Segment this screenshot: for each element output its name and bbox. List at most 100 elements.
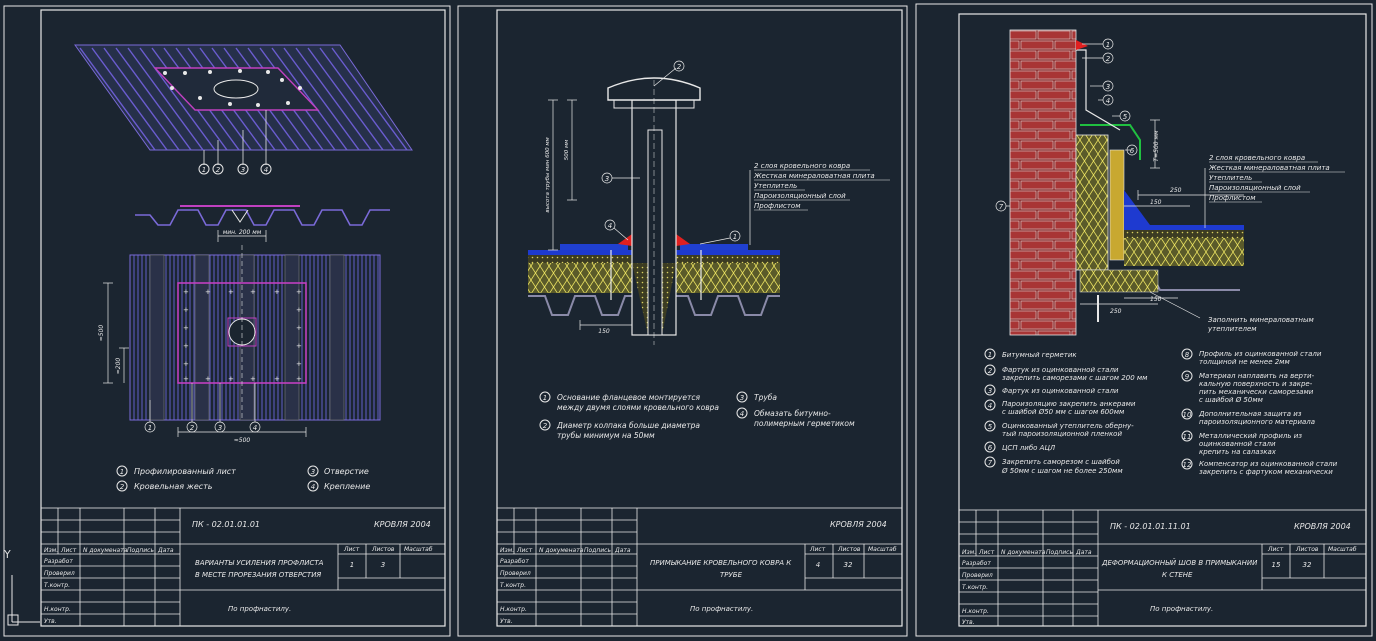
sheet1-project: КРОВЛЯ 2004: [374, 520, 431, 529]
svg-text:+: +: [183, 360, 189, 368]
svg-text:закрепить с фартуком механичес: закрепить с фартуком механически: [1199, 468, 1333, 476]
svg-text:Компенсатор из оцинкованной ст: Компенсатор из оцинкованной стали: [1199, 460, 1338, 468]
svg-text:тый пароизоляционной пленкой: тый пароизоляционной пленкой: [1002, 430, 1122, 438]
svg-text:с шайбой Ø 50мм: с шайбой Ø 50мм: [1199, 396, 1264, 404]
svg-text:+: +: [183, 288, 189, 296]
svg-text:Масштаб: Масштаб: [1328, 546, 1357, 553]
svg-text:Профиль из оцинкованной стали: Профиль из оцинкованной стали: [1199, 350, 1322, 358]
dim-side: ≈500: [98, 325, 105, 342]
svg-text:Дата: Дата: [614, 547, 631, 554]
svg-text:Подпись: Подпись: [127, 547, 154, 554]
svg-text:Пароизоляционный слой: Пароизоляционный слой: [1209, 184, 1301, 192]
pipe-callout-3: 3: [605, 175, 609, 183]
sheet2-legend: 1 Основание фланцевое монтируется между …: [539, 391, 855, 440]
sheet1-code: ПК - 02.01.01.01: [192, 520, 260, 529]
svg-text:+: +: [296, 360, 302, 368]
vert-dim-label-1: высота трубы мин 600 мм: [545, 137, 551, 212]
fill-note-2: утеплителем: [1207, 325, 1257, 333]
svg-text:N докумената: N докумената: [539, 547, 584, 554]
y-axis-label: Y: [4, 548, 11, 561]
svg-text:Дата: Дата: [157, 547, 174, 554]
svg-text:Проверил: Проверил: [44, 570, 75, 577]
svg-text:5: 5: [988, 423, 993, 431]
callout-3: 3: [241, 166, 245, 174]
svg-text:3: 3: [311, 468, 315, 476]
sheet2-title-block: [496, 507, 903, 627]
sheet1-footer: По профнастилу.: [228, 605, 291, 613]
svg-text:с шайбой Ø50 мм с шагом 600мм: с шайбой Ø50 мм с шагом 600мм: [1002, 408, 1125, 416]
svg-text:Утв.: Утв.: [962, 619, 975, 626]
svg-text:3: 3: [740, 394, 744, 402]
svg-text:+: +: [296, 342, 302, 350]
svg-text:4: 4: [1106, 97, 1110, 105]
sheet3-title-2: К СТЕНЕ: [1162, 571, 1193, 579]
svg-text:Лист: Лист: [1267, 546, 1284, 553]
svg-text:Разработ: Разработ: [962, 560, 991, 567]
svg-text:Лист: Лист: [809, 546, 826, 553]
svg-text:7: 7: [999, 203, 1004, 211]
svg-text:Подпись: Подпись: [1046, 549, 1073, 556]
sheet-2: 2 3 4 1 высота трубы мин 600 мм 500 мм 1…: [457, 5, 908, 637]
svg-text:2: 2: [988, 367, 993, 375]
pipe-legend-4: Обмазать битумно-: [754, 409, 831, 418]
svg-text:Листов: Листов: [837, 546, 861, 553]
svg-text:Разработ: Разработ: [44, 558, 73, 565]
svg-text:+: +: [250, 375, 256, 383]
svg-text:N докумената: N докумената: [1001, 549, 1046, 556]
svg-text:Лист: Лист: [60, 547, 77, 554]
sheet2-sheets-count: 32: [844, 561, 853, 569]
svg-text:+: +: [250, 288, 256, 296]
svg-text:+: +: [274, 288, 280, 296]
svg-text:2 слоя кровельного ковра: 2 слоя кровельного ковра: [754, 162, 850, 170]
dim-250-bot: 250: [1110, 308, 1122, 315]
sheet-1: 1 2 3 4 мин. 200 мм ++++: [3, 5, 451, 637]
svg-text:+: +: [205, 375, 211, 383]
svg-text:Профлистом: Профлистом: [754, 202, 801, 210]
svg-text:кальную поверхность и закре-: кальную поверхность и закре-: [1199, 380, 1313, 388]
pipe-legend-1: Основание фланцевое монтируется: [557, 393, 700, 402]
svg-text:ЦСП либо АЦЛ: ЦСП либо АЦЛ: [1002, 444, 1056, 452]
svg-text:Проверил: Проверил: [500, 570, 531, 577]
svg-text:1: 1: [1106, 41, 1110, 49]
svg-text:Закрепить саморезом с шайбой: Закрепить саморезом с шайбой: [1002, 458, 1120, 466]
wall-joint-detail: [1009, 29, 1244, 336]
sheet1-title-2: В МЕСТЕ ПРОРЕЗАНИЯ ОТВЕРСТИЯ: [195, 571, 321, 579]
svg-text:Лист: Лист: [978, 549, 995, 556]
svg-text:Пароизоляцию закрепить анкерам: Пароизоляцию закрепить анкерами: [1002, 400, 1136, 408]
svg-text:+: +: [228, 288, 234, 296]
svg-text:между двумя слоями кровельного: между двумя слоями кровельного ковра: [557, 403, 719, 412]
svg-text:Н.контр.: Н.контр.: [962, 608, 989, 615]
svg-text:+: +: [183, 342, 189, 350]
svg-text:Листов: Листов: [1295, 546, 1319, 553]
svg-text:Утеплитель: Утеплитель: [1209, 174, 1252, 182]
dim-min-200: мин. 200 мм: [223, 229, 262, 236]
sheet3-legend-right: 8 Профиль из оцинкованной сталитолщиной …: [1181, 348, 1338, 476]
svg-text:Ø 50мм с шагом не более 250мм: Ø 50мм с шагом не более 250мм: [1001, 467, 1123, 475]
svg-text:Металлический профиль из: Металлический профиль из: [1199, 432, 1302, 440]
sheet2-footer: По профнастилу.: [690, 605, 753, 613]
plan-callout-3: 3: [218, 424, 222, 432]
svg-text:N докумената: N докумената: [83, 547, 128, 554]
svg-text:1: 1: [120, 468, 124, 476]
svg-text:Фартук из оцинкованной стали: Фартук из оцинкованной стали: [1002, 387, 1119, 395]
legend-item-2: Кровельная жесть: [134, 482, 213, 491]
sheet3-sheets-count: 32: [1303, 561, 1312, 569]
dim-250-top: 250: [1170, 187, 1182, 194]
svg-text:Фартук из оцинкованной стали: Фартук из оцинкованной стали: [1002, 366, 1119, 374]
legend-item-3: Отверстие: [324, 467, 369, 476]
sheet1-sheets-count: 3: [381, 561, 385, 569]
svg-text:10: 10: [1183, 411, 1192, 419]
svg-text:+: +: [296, 324, 302, 332]
svg-text:Оцинкованный утеплитель оберну: Оцинкованный утеплитель оберну-: [1002, 422, 1134, 430]
legend-item-1: Профилированный лист: [134, 467, 236, 476]
pipe-layers-list: 2 слоя кровельного ковра Жесткая минерал…: [753, 162, 890, 211]
callout-4: 4: [264, 166, 268, 174]
sheet3-footer: По профнастилу.: [1150, 605, 1213, 613]
pipe-legend-3: Труба: [754, 393, 777, 402]
svg-text:Изм.: Изм.: [962, 549, 976, 556]
svg-text:4: 4: [311, 483, 315, 491]
ucs-axis-icon: [7, 575, 40, 626]
svg-text:Разработ: Разработ: [500, 558, 529, 565]
svg-text:7: 7: [988, 459, 993, 467]
